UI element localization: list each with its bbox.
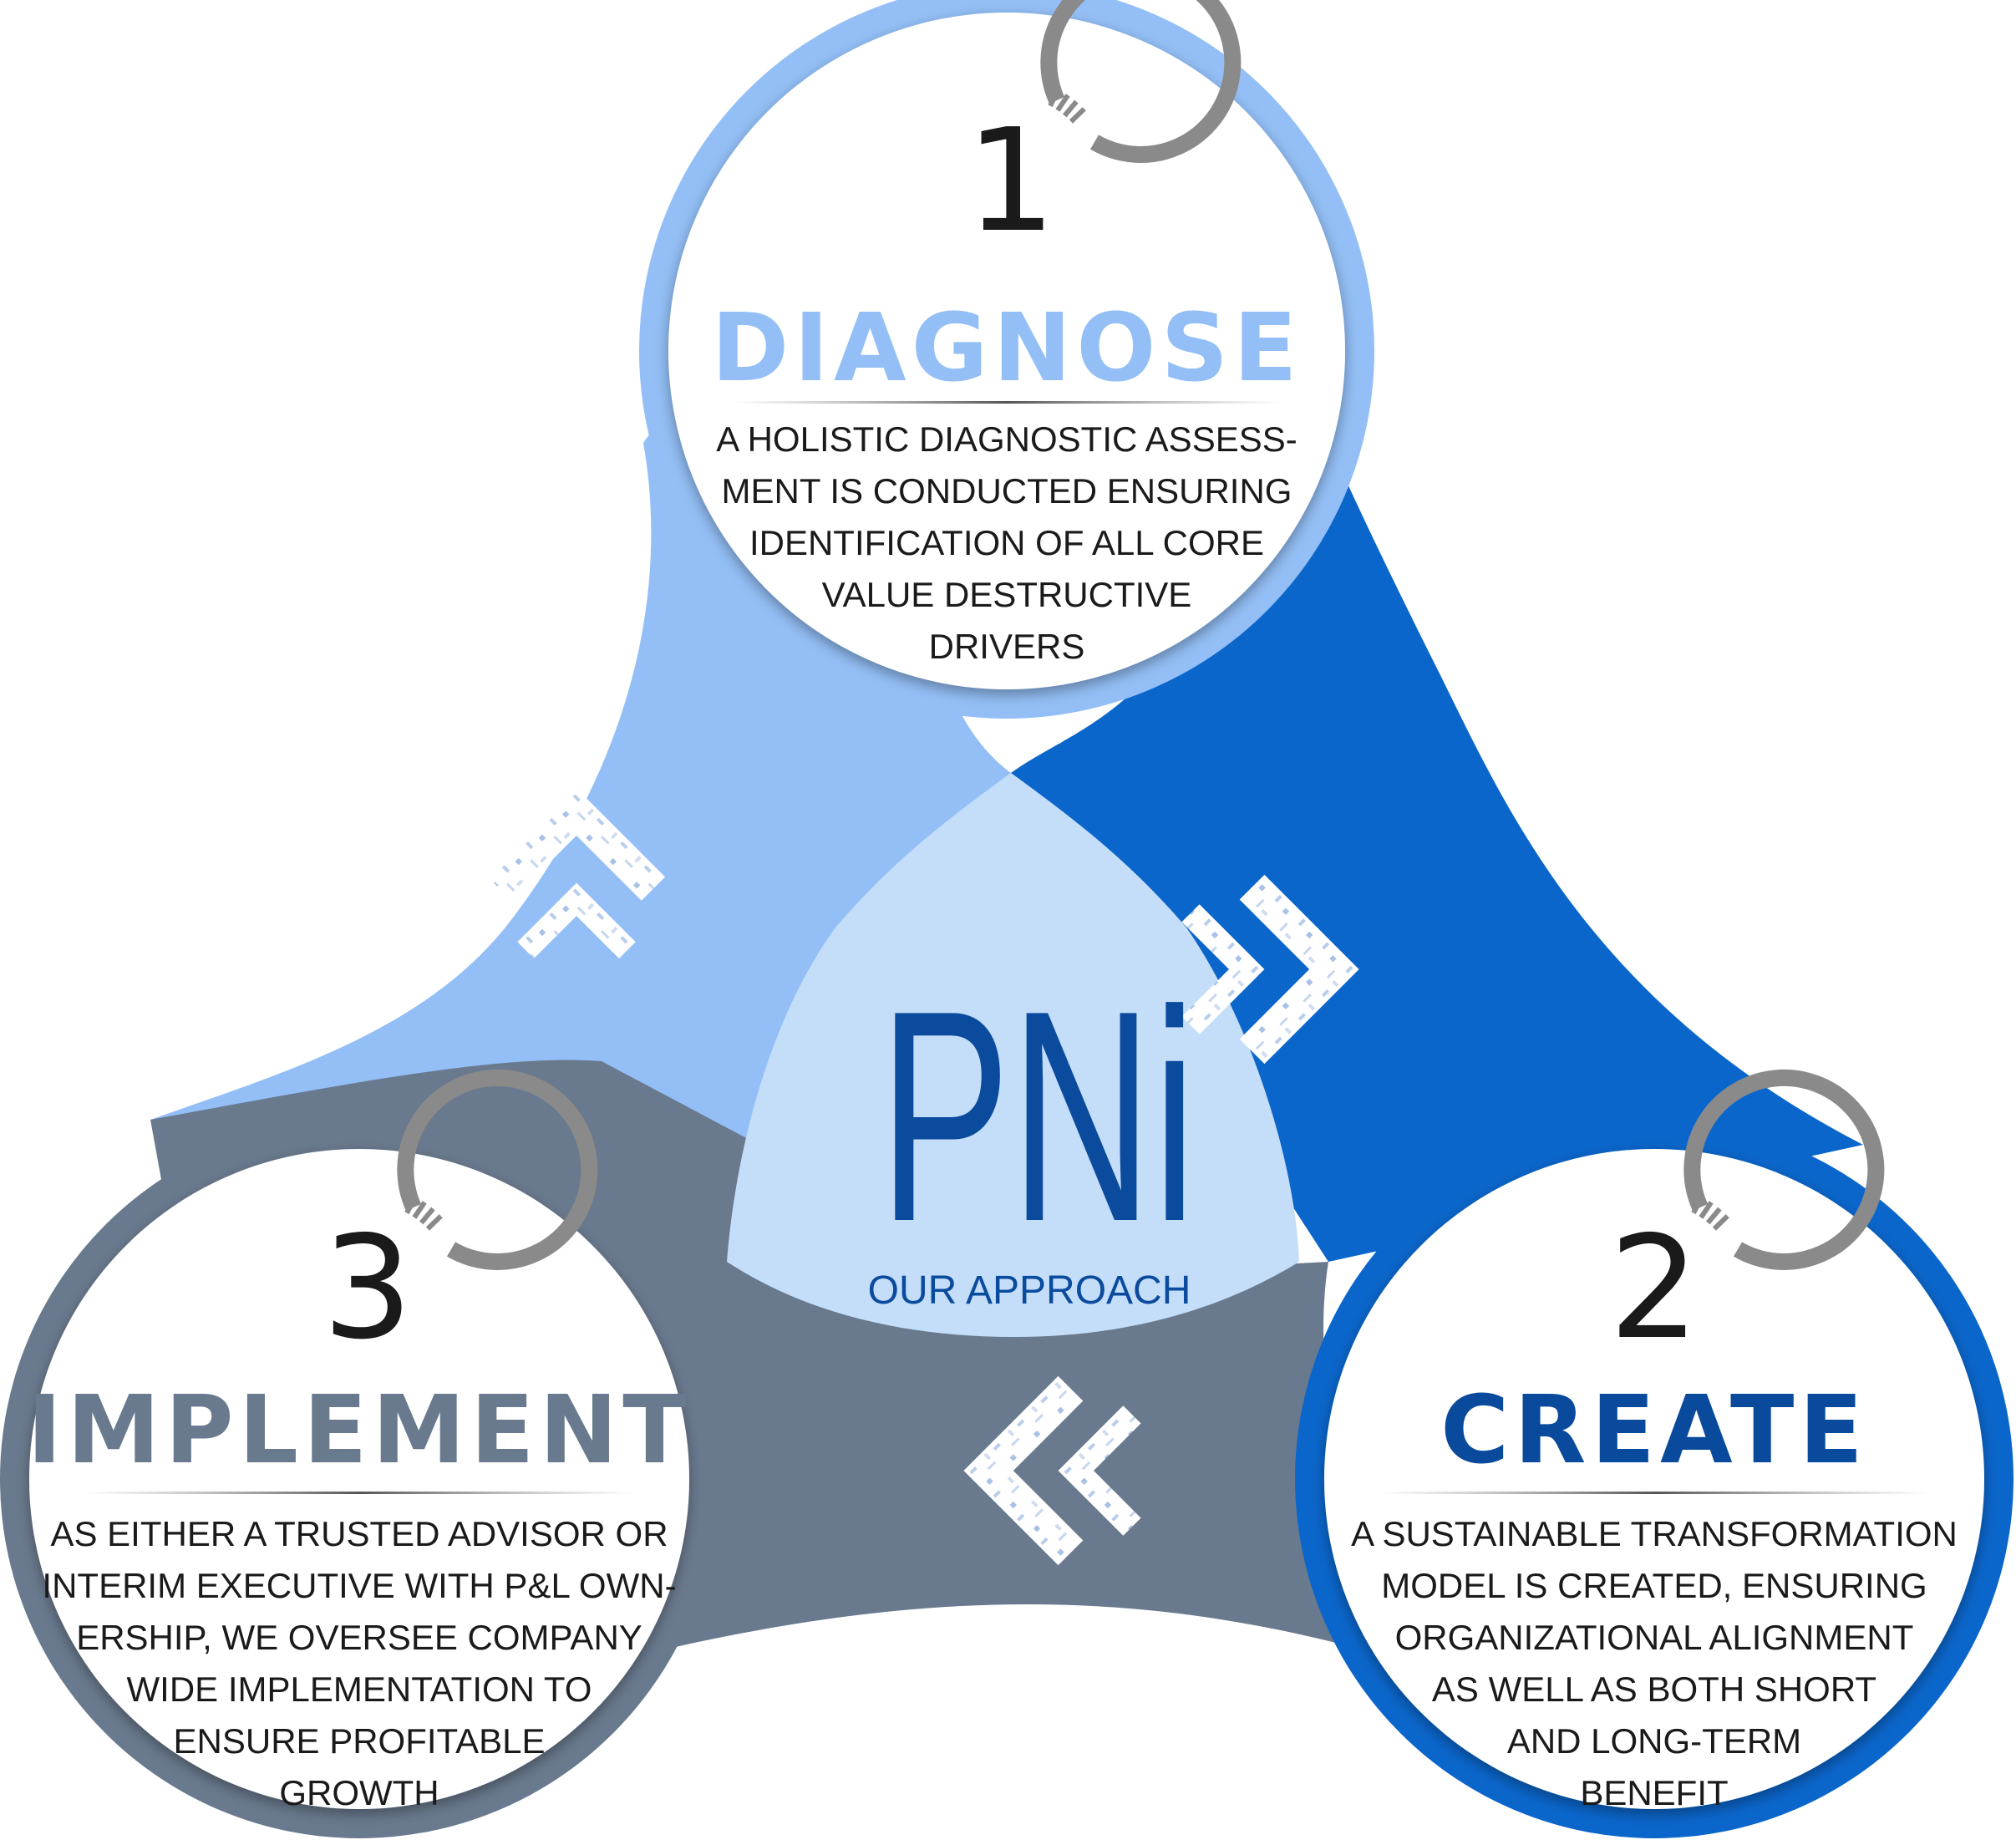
step-description-line: AS EITHER A TRUSTED ADVISOR OR <box>50 1514 668 1553</box>
step-number: 2 <box>1609 1206 1699 1371</box>
chevron-down-right-icon <box>1181 874 1359 1065</box>
logo-tagline: OUR APPROACH <box>868 1268 1191 1313</box>
number-ring <box>1683 1069 1885 1270</box>
chevron-right-up-icon <box>487 788 666 959</box>
number-tick <box>1712 1214 1729 1231</box>
number-tick <box>404 1195 418 1215</box>
step-description-line: DRIVERS <box>929 627 1085 666</box>
step-title: DIAGNOSE <box>711 294 1302 403</box>
number-tick <box>1691 1195 1704 1215</box>
step-disc <box>668 13 1345 689</box>
number-tick <box>1069 107 1086 124</box>
title-rule <box>731 401 1282 404</box>
number-tick <box>1699 1201 1714 1219</box>
step-description-line: IDENTIFICATION OF ALL CORE <box>749 523 1264 562</box>
step-number: 1 <box>966 99 1056 264</box>
step-disc <box>1324 1149 1984 1809</box>
step-description-line: BENEFIT <box>1580 1773 1728 1812</box>
step-number: 3 <box>322 1206 413 1371</box>
step-title: IMPLEMENT <box>27 1376 691 1485</box>
step-description-line: WIDE IMPLEMENTATION TO <box>127 1670 592 1709</box>
number-tick <box>1048 88 1061 108</box>
step-description-line: ORGANIZATIONAL ALIGNMENT <box>1395 1618 1914 1657</box>
step-number-badge: 2 <box>1609 1069 1885 1371</box>
step-number-badge: 3 <box>322 1069 598 1371</box>
number-tick <box>425 1214 443 1231</box>
number-tick <box>1705 1207 1722 1225</box>
step-description-line: GROWTH <box>279 1773 439 1812</box>
number-tick <box>1055 94 1070 112</box>
center-region <box>727 773 1299 1337</box>
title-rule <box>84 1492 635 1494</box>
number-ring <box>1040 0 1242 163</box>
step-description-line: VALUE DESTRUCTIVE <box>822 575 1192 614</box>
step-description-line: AS WELL AS BOTH SHORT <box>1432 1670 1876 1709</box>
number-ring <box>397 1069 598 1270</box>
step-title: CREATE <box>1440 1376 1868 1485</box>
title-rule <box>1379 1492 1930 1494</box>
step-number-badge: 1 <box>966 0 1242 264</box>
step-description-line: A SUSTAINABLE TRANSFORMATION <box>1351 1514 1958 1553</box>
step-description-line: A HOLISTIC DIAGNOSTIC ASSESS- <box>716 419 1297 459</box>
step-description-line: ENSURE PROFITABLE <box>174 1721 546 1761</box>
pni-logo: PNi OUR APPROACH <box>868 948 1196 1313</box>
logo-letters: PNi <box>879 948 1196 1284</box>
step-disc <box>29 1149 689 1809</box>
step-description-line: AND LONG-TERM <box>1507 1721 1801 1761</box>
step-description-line: INTERIM EXECUTIVE WITH P&L OWN- <box>42 1566 676 1605</box>
number-tick <box>419 1207 435 1225</box>
step-description-line: ERSHIP, WE OVERSEE COMPANY <box>76 1618 642 1657</box>
step-description-line: MODEL IS CREATED, ENSURING <box>1381 1566 1927 1605</box>
step-description-line: MENT IS CONDUCTED ENSURING <box>722 471 1292 511</box>
number-tick <box>1062 99 1079 118</box>
chevron-left-icon <box>963 1375 1141 1566</box>
number-tick <box>412 1201 427 1219</box>
